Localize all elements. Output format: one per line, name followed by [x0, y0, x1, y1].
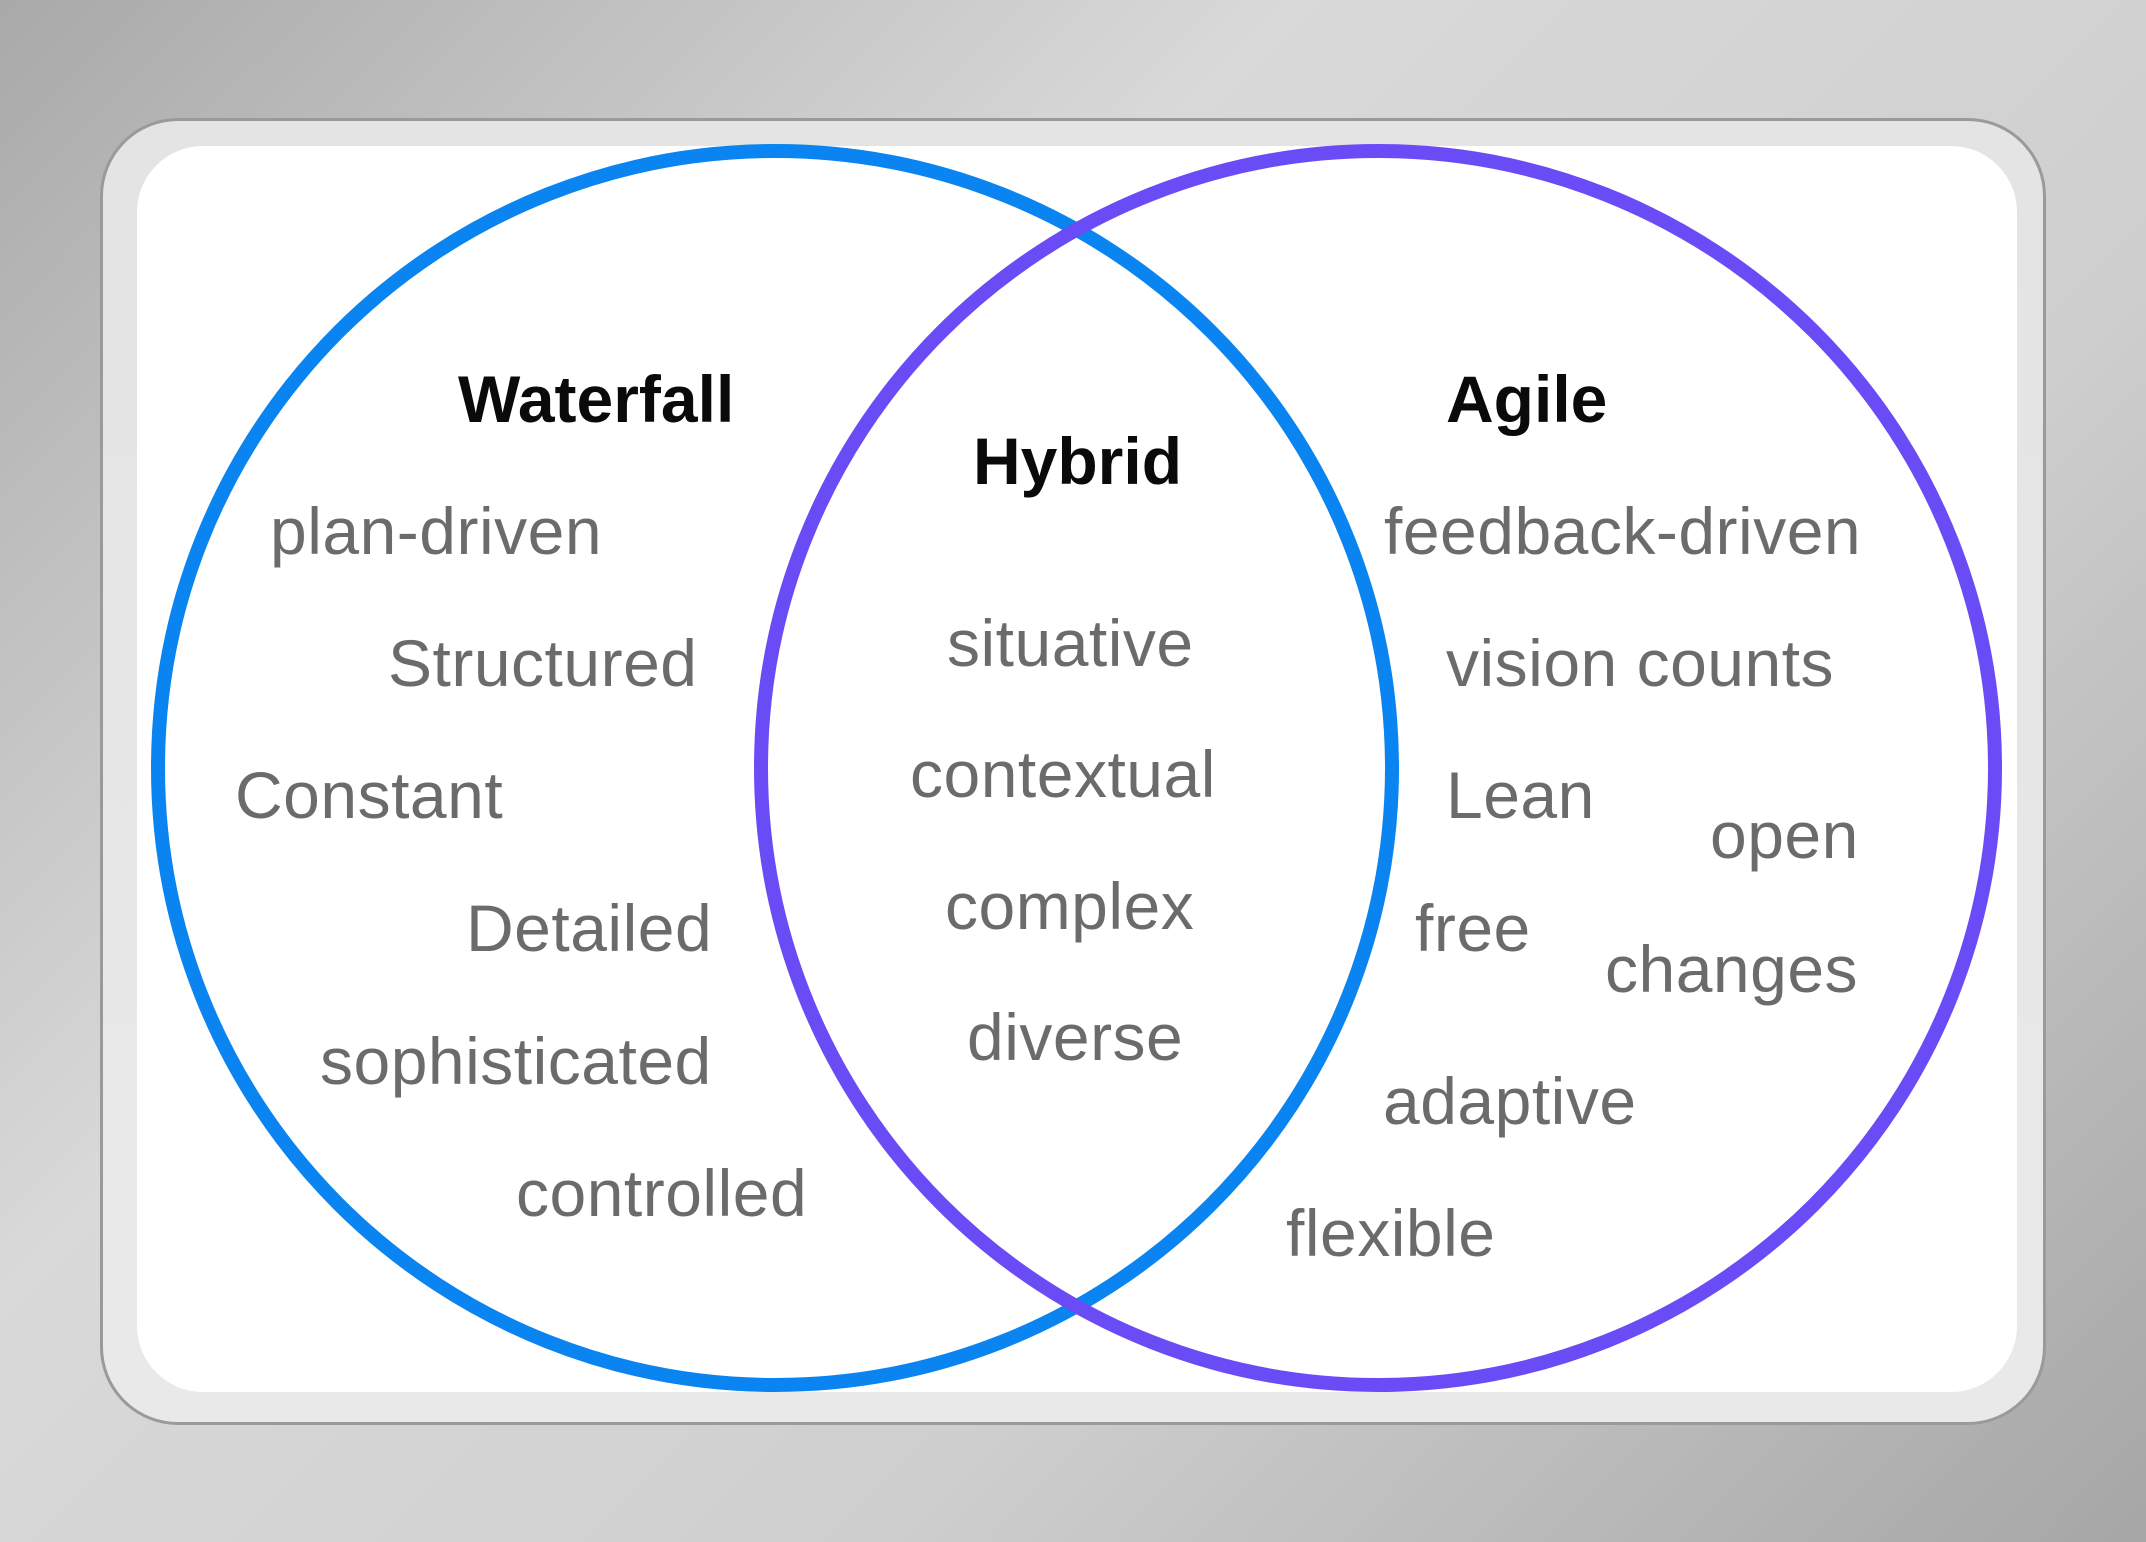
agile-term: feedback-driven — [1384, 494, 1862, 568]
agile-term: free — [1415, 891, 1531, 965]
agile-term: changes — [1605, 932, 1859, 1006]
hybrid-term: diverse — [967, 1000, 1184, 1074]
waterfall-title: Waterfall — [458, 362, 735, 436]
hybrid-term: situative — [947, 606, 1194, 680]
waterfall-circle — [151, 144, 1399, 1392]
diagram-card — [137, 146, 2017, 1392]
waterfall-term: Constant — [235, 758, 504, 832]
agile-term: vision counts — [1446, 626, 1835, 700]
waterfall-term: Detailed — [466, 891, 713, 965]
agile-circle — [754, 144, 2002, 1392]
hybrid-term: contextual — [910, 737, 1216, 811]
waterfall-term: plan-driven — [270, 494, 603, 568]
agile-term: open — [1710, 798, 1859, 872]
waterfall-term: sophisticated — [320, 1024, 712, 1098]
waterfall-term: Structured — [388, 626, 698, 700]
hybrid-term: complex — [945, 869, 1195, 943]
agile-term: flexible — [1286, 1196, 1496, 1270]
agile-term: adaptive — [1383, 1064, 1637, 1138]
hybrid-title: Hybrid — [973, 424, 1183, 498]
agile-title: Agile — [1446, 362, 1608, 436]
agile-term: Lean — [1446, 758, 1595, 832]
waterfall-term: controlled — [516, 1156, 808, 1230]
